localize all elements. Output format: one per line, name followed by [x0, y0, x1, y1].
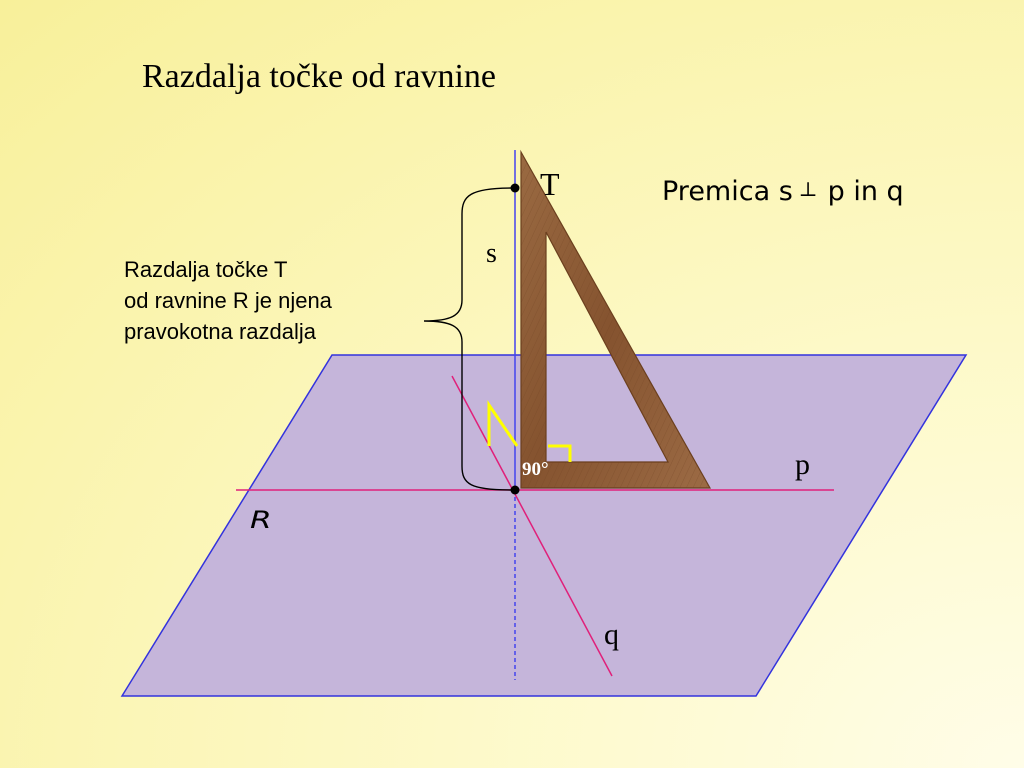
explanation-line-3: pravokotna razdalja	[124, 319, 317, 344]
statement-prefix: Premica s	[662, 176, 793, 207]
label-line-p: p	[795, 448, 810, 481]
page-title: Razdalja točke od ravnine	[142, 58, 497, 95]
label-plane-r: R	[250, 506, 272, 534]
plane-r	[120, 354, 968, 697]
explanation-text: Razdalja točke T od ravnine R je njena p…	[124, 254, 332, 347]
explanation-line-2: od ravnine R je njena	[124, 288, 332, 313]
angle-label: 90°	[522, 459, 549, 480]
label-line-s: s	[486, 238, 497, 269]
point-t	[510, 183, 520, 193]
foot-point	[510, 485, 520, 495]
label-point-t: T	[540, 166, 560, 202]
explanation-line-1: Razdalja točke T	[124, 257, 288, 282]
line-q	[451, 375, 613, 677]
label-line-q: q	[604, 618, 619, 651]
set-square	[520, 149, 712, 489]
distance-brace	[423, 187, 513, 491]
right-angle-mark-q	[487, 400, 519, 447]
perpendicular-symbol: ⊥	[798, 177, 818, 201]
perpendicular-statement: Premica s⊥ p in q	[662, 176, 904, 207]
statement-suffix: p in q	[827, 176, 904, 207]
right-angle-mark-p	[548, 444, 572, 462]
